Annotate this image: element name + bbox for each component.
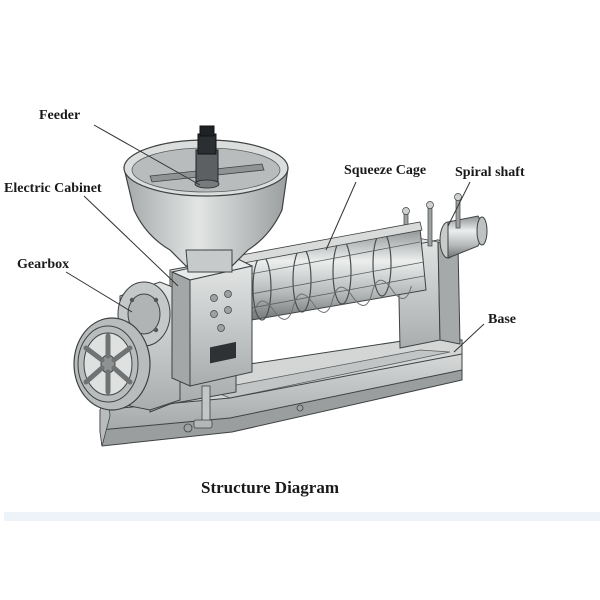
leader-gearbox [65,271,133,313]
leader-electric-cabinet [83,195,179,287]
label-electric-cabinet: Electric Cabinet [4,181,102,196]
leader-feeder [93,124,201,186]
label-squeeze-cage: Squeeze Cage [344,163,427,178]
label-gearbox: Gearbox [17,257,70,272]
leader-squeeze-cage [325,181,357,251]
bottom-band [4,512,600,521]
leader-spiral-shaft [447,181,471,227]
label-base: Base [488,312,516,327]
leader-lines [65,124,485,353]
spiral-shaft-part [439,193,488,259]
label-spiral-shaft: Spiral shaft [455,165,525,180]
label-feeder: Feeder [39,108,81,123]
leader-base [453,323,485,353]
squeeze-cage-part [235,221,427,323]
pulley-wheel [73,317,151,411]
feeder-part [123,125,289,273]
diagram-caption: Structure Diagram [200,478,340,497]
